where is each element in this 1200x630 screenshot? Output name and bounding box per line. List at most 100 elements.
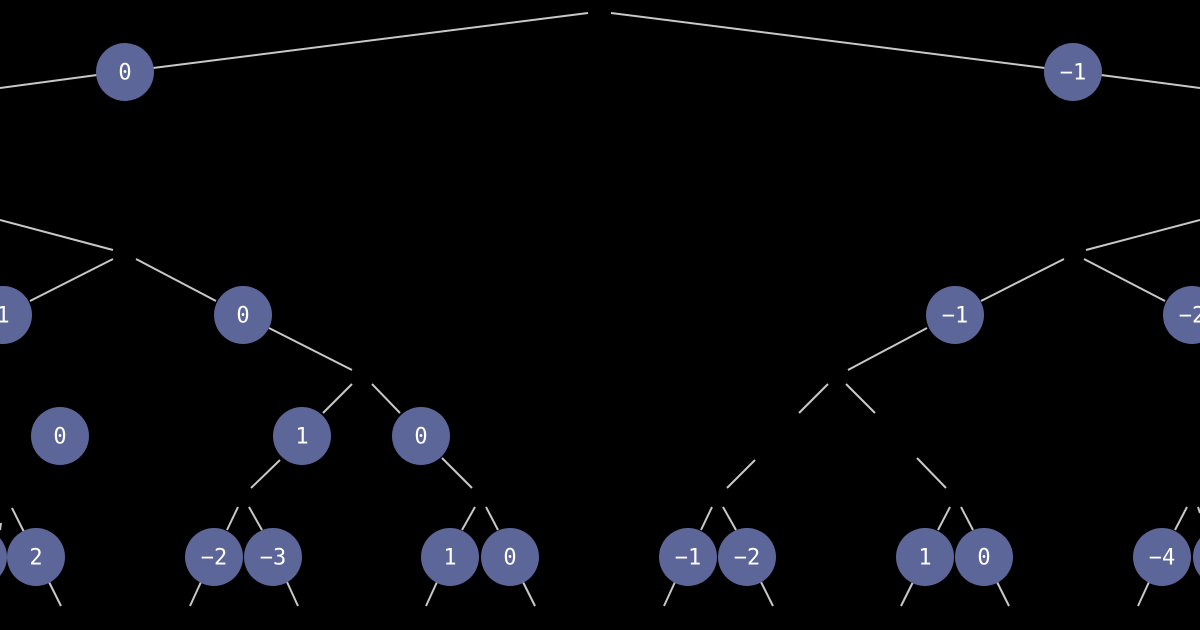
tree-edge xyxy=(900,581,914,607)
node-value-label: 1 xyxy=(295,425,308,450)
tree-edge xyxy=(722,506,737,531)
tree-edge xyxy=(798,383,829,414)
tree-node: −5 xyxy=(1193,538,1200,576)
tree-edge xyxy=(610,12,1046,69)
tree-edge xyxy=(248,506,263,531)
tree-edge xyxy=(371,383,401,414)
node-circle xyxy=(1163,286,1200,344)
tree-edge xyxy=(48,581,62,607)
node-circle xyxy=(955,528,1013,586)
node-value-label: 0 xyxy=(977,546,990,571)
node-circle xyxy=(481,528,539,586)
tree-edge xyxy=(760,581,774,607)
tree-edge xyxy=(1100,74,1200,89)
node-value-label: 0 xyxy=(503,546,516,571)
tree-node: 1 xyxy=(273,407,331,465)
tree-edge xyxy=(189,581,202,607)
tree-node: −1 xyxy=(1044,43,1102,101)
tree-edge xyxy=(663,581,676,607)
tree-node: 0 xyxy=(96,43,154,101)
tree-edge xyxy=(425,581,438,607)
tree-edge xyxy=(916,457,947,489)
tree-edge xyxy=(845,383,876,414)
tree-node: 1 xyxy=(0,538,7,576)
tree-edge xyxy=(960,506,974,531)
tree-nodes: 0−110−1−2101012−2−310−1−210−4−5 xyxy=(0,43,1200,586)
node-circle xyxy=(1044,43,1102,101)
node-circle xyxy=(7,528,65,586)
node-circle xyxy=(392,407,450,465)
tree-node: 0 xyxy=(214,286,272,344)
node-value-label: −3 xyxy=(260,546,287,571)
node-circle xyxy=(926,286,984,344)
tree-edge xyxy=(286,581,299,607)
node-value-label: −2 xyxy=(201,546,228,571)
node-circle xyxy=(96,43,154,101)
node-circle xyxy=(421,528,479,586)
node-circle xyxy=(0,538,7,576)
tree-edge xyxy=(937,506,951,531)
node-circle xyxy=(244,528,302,586)
tree-edge xyxy=(135,258,217,302)
tree-node: 0 xyxy=(955,528,1013,586)
tree-edge xyxy=(461,506,476,531)
tree-edge xyxy=(980,258,1065,302)
tree-edge xyxy=(726,459,756,489)
tree-edges xyxy=(0,12,1200,607)
tree-node: −2 xyxy=(718,528,776,586)
tree-edge xyxy=(268,327,353,371)
tree-node: −2 xyxy=(185,528,243,586)
tree-node: 2 xyxy=(7,528,65,586)
tree-node: 1 xyxy=(0,286,32,344)
tree-edge xyxy=(847,327,928,371)
node-value-label: 1 xyxy=(918,546,931,571)
tree-node: −1 xyxy=(926,286,984,344)
tree-edge xyxy=(1083,258,1166,302)
tree-node: −3 xyxy=(244,528,302,586)
tree-node: 0 xyxy=(31,407,89,465)
node-value-label: −2 xyxy=(1179,304,1200,329)
node-circle xyxy=(214,286,272,344)
tree-edge xyxy=(996,581,1010,607)
tree-node: −2 xyxy=(1163,286,1200,344)
tree-edge xyxy=(226,506,239,531)
node-value-label: 0 xyxy=(53,425,66,450)
tree-edge xyxy=(700,506,713,531)
tree-edge xyxy=(29,258,114,302)
tree-edge xyxy=(522,581,536,607)
node-circle xyxy=(896,528,954,586)
node-value-label: −1 xyxy=(1060,61,1087,86)
node-value-label: 0 xyxy=(118,61,131,86)
tree-node: −4 xyxy=(1133,528,1191,586)
node-value-label: −2 xyxy=(734,546,761,571)
node-value-label: −4 xyxy=(1149,546,1176,571)
tree-edge xyxy=(0,522,2,531)
tree-node: 0 xyxy=(481,528,539,586)
tree-edge xyxy=(1085,219,1200,251)
tree-edge xyxy=(1174,506,1188,531)
node-circle xyxy=(718,528,776,586)
tree-edge xyxy=(0,74,98,89)
node-value-label: 1 xyxy=(0,304,10,329)
tree-edge xyxy=(322,383,353,414)
tree-edge xyxy=(11,507,25,533)
tree-node: −1 xyxy=(659,528,717,586)
node-circle xyxy=(1133,528,1191,586)
node-circle xyxy=(31,407,89,465)
node-circle xyxy=(659,528,717,586)
tree-node: 1 xyxy=(421,528,479,586)
node-value-label: 0 xyxy=(236,304,249,329)
tree-node: 1 xyxy=(896,528,954,586)
tree-edge xyxy=(441,457,473,489)
tree-edge xyxy=(0,219,114,251)
tree-node: 0 xyxy=(392,407,450,465)
node-value-label: −1 xyxy=(942,304,969,329)
tree-edge xyxy=(1137,581,1150,607)
node-value-label: 1 xyxy=(443,546,456,571)
node-value-label: 0 xyxy=(414,425,427,450)
node-circle xyxy=(185,528,243,586)
tree-edge xyxy=(485,506,499,531)
tree-edge xyxy=(152,12,589,69)
node-circle xyxy=(1193,538,1200,576)
